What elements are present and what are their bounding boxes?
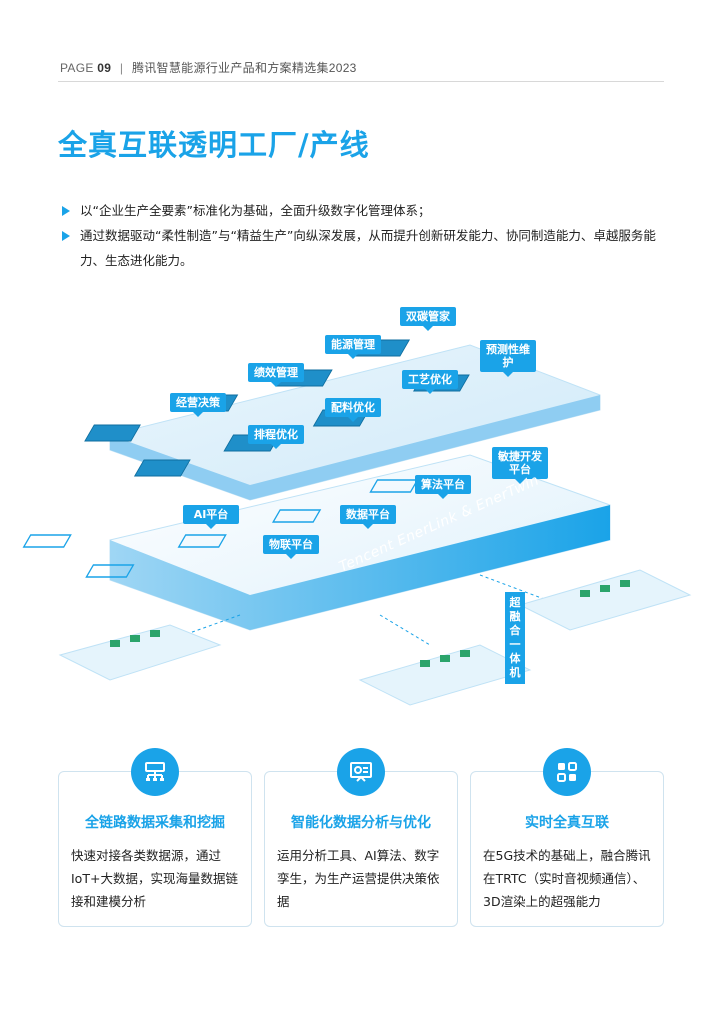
page-word: PAGE — [60, 61, 94, 75]
machine-icon — [620, 580, 630, 587]
bullet-text: 通过数据驱动“柔性制造”与“精益生产”向纵深发展，从而提升创新研发能力、协同制造… — [80, 228, 656, 268]
document-title: 腾讯智慧能源行业产品和方案精选集2023 — [131, 61, 357, 75]
factory-floor-left — [58, 624, 222, 681]
machine-icon — [420, 660, 430, 667]
connection-line — [479, 574, 561, 606]
network-icon — [131, 748, 179, 796]
chip-label-scheduling: 排程优化 — [248, 425, 304, 449]
platform-tile — [177, 534, 227, 548]
platform-tile — [271, 509, 322, 523]
chip-label-process: 工艺优化 — [402, 370, 458, 394]
machine-icon — [130, 635, 140, 642]
card-body: 运用分析工具、AI算法、数字孪生，为生产运营提供决策依据 — [277, 848, 440, 909]
platform-tile — [22, 534, 72, 548]
card-title: 实时全真互联 — [525, 815, 609, 831]
platform-tile — [369, 479, 419, 493]
platform-label-devops: 敏捷开发平台 — [492, 447, 548, 484]
chip-tile — [133, 459, 191, 477]
chip-label-energy: 能源管理 — [325, 335, 381, 359]
triangle-bullet-icon — [62, 231, 70, 241]
platform-layer-edge — [110, 505, 610, 630]
chip-label-batching: 配料优化 — [325, 398, 381, 422]
machine-icon — [440, 655, 450, 662]
machine-icon — [600, 585, 610, 592]
page-header: PAGE 09 | 腾讯智慧能源行业产品和方案精选集2023 — [60, 59, 357, 76]
bullet-list: 以“企业生产全要素”标准化为基础，全面升级数字化管理体系； 通过数据驱动“柔性制… — [62, 198, 672, 273]
header-separator: | — [119, 61, 124, 75]
bullet-item: 以“企业生产全要素”标准化为基础，全面升级数字化管理体系； — [62, 198, 672, 223]
feature-card: 全链路数据采集和挖掘 快速对接各类数据源，通过IoT+大数据，实现海量数据链接和… — [58, 748, 252, 927]
bullet-item: 通过数据驱动“柔性制造”与“精益生产”向纵深发展，从而提升创新研发能力、协同制造… — [62, 223, 672, 273]
machine-icon — [150, 630, 160, 637]
machine-icon — [460, 650, 470, 657]
hyperconverged-label: 超融合一体机 — [505, 592, 525, 684]
presentation-chart-icon — [337, 748, 385, 796]
card-title: 智能化数据分析与优化 — [291, 815, 431, 831]
platform-tile — [85, 564, 135, 578]
chip-label-performance: 绩效管理 — [248, 363, 304, 387]
page-title: 全真互联透明工厂/产线 — [58, 128, 370, 162]
triangle-bullet-icon — [62, 206, 70, 216]
feature-cards: 全链路数据采集和挖掘 快速对接各类数据源，通过IoT+大数据，实现海量数据链接和… — [58, 748, 664, 927]
apps-grid-icon — [543, 748, 591, 796]
connection-line — [379, 614, 431, 646]
card-title: 全链路数据采集和挖掘 — [85, 815, 225, 831]
card-body: 快速对接各类数据源，通过IoT+大数据，实现海量数据链接和建模分析 — [71, 848, 238, 909]
machine-icon — [110, 640, 120, 647]
platform-label-iot: 物联平台 — [263, 535, 319, 559]
platform-label-data: 数据平台 — [340, 505, 396, 529]
platform-label-ai: AI平台 — [183, 505, 239, 529]
feature-card: 智能化数据分析与优化 运用分析工具、AI算法、数字孪生，为生产运营提供决策依据 — [264, 748, 458, 927]
platform-label-algorithm: 算法平台 — [415, 475, 471, 499]
page-number: 09 — [97, 61, 112, 75]
chip-label-predictive: 预测性维护 — [480, 340, 536, 377]
chip-label-carbon: 双碳管家 — [400, 307, 456, 331]
header-divider — [58, 81, 664, 82]
factory-floor-right — [518, 569, 692, 631]
chip-label-operations: 经营决策 — [170, 393, 226, 417]
feature-card: 实时全真互联 在5G技术的基础上，融合腾讯在TRTC（实时音视频通信）、3D渲染… — [470, 748, 664, 927]
card-body: 在5G技术的基础上，融合腾讯在TRTC（实时音视频通信）、3D渲染上的超强能力 — [483, 848, 651, 909]
bullet-text: 以“企业生产全要素”标准化为基础，全面升级数字化管理体系； — [80, 203, 431, 218]
machine-icon — [580, 590, 590, 597]
chip-tile — [84, 424, 141, 442]
